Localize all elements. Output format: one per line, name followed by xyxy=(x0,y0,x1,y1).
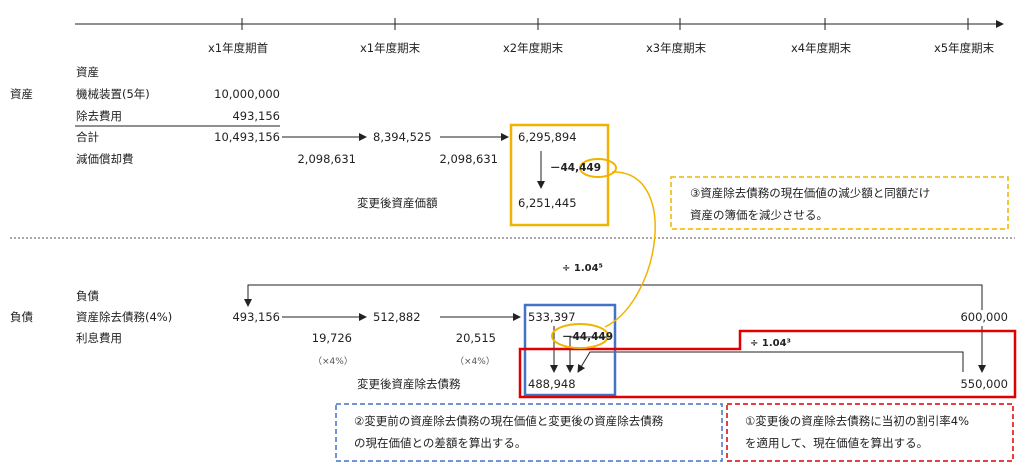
interest-rate-note: （×4%） xyxy=(455,357,495,367)
asset-adjust-ellipse xyxy=(579,158,617,178)
asset-total-label: 合計 xyxy=(76,130,99,144)
interest-label: 利息費用 xyxy=(76,331,122,345)
asset-header: 資産 xyxy=(76,65,99,79)
note1-box xyxy=(726,403,1014,462)
discount-arrow xyxy=(577,351,964,373)
changed-aro-pv: 488,948 xyxy=(528,377,576,391)
liability-section-label: 負債 xyxy=(10,310,33,324)
note3-line: 資産の簿価を減少させる。 xyxy=(690,208,828,222)
asset-total-value: 10,493,156 xyxy=(214,130,280,144)
timeline-label: x2年度期末 xyxy=(503,41,564,55)
timeline-label: x1年度期首 xyxy=(208,41,269,55)
aro-label: 資産除去債務(4%) xyxy=(76,310,173,324)
asset-row-value: 493,156 xyxy=(232,109,280,123)
changed-asset-value: 6,251,445 xyxy=(518,196,577,210)
note3-line: ③資産除去債務の現在価値の減少額と同額だけ xyxy=(690,186,931,200)
orange-connector xyxy=(604,171,656,328)
depreciation-value: 2,098,631 xyxy=(439,152,498,166)
aro-value: 512,882 xyxy=(373,310,421,324)
arrow xyxy=(566,336,610,373)
discount-label-mid: ÷ 1.04³ xyxy=(750,338,791,349)
changed-aro-label: 変更後資産除去債務 xyxy=(357,377,461,391)
aro-value: 600,000 xyxy=(960,310,1008,324)
remeasure-highlight-box xyxy=(518,329,1017,399)
liability-adjust-ellipse xyxy=(551,323,609,349)
timeline-label: x5年度期末 xyxy=(934,41,995,55)
note2-box xyxy=(335,403,723,462)
timeline-label: x4年度期末 xyxy=(791,41,852,55)
discount-arrow xyxy=(244,284,983,310)
note2-line: ②変更前の資産除去債務の現在価値と変更後の資産除去債務 xyxy=(354,414,664,428)
asset-row-label: 機械装置(5年) xyxy=(76,87,150,101)
liability-header: 負債 xyxy=(76,289,99,303)
note2-line: の現在価値との差額を算出する。 xyxy=(354,436,527,450)
asset-row-label: 除去費用 xyxy=(76,109,122,123)
note1: ①変更後の資産除去債務に当初の割引率4% を適用して、現在価値を算出する。 xyxy=(735,406,979,458)
note1-line: を適用して、現在価値を算出する。 xyxy=(745,436,929,450)
asset-adjustment: －44,449 xyxy=(550,162,602,174)
timeline-label: x3年度期末 xyxy=(646,41,707,55)
liability-adjustment: －44,449 xyxy=(562,331,614,343)
changed-asset-label: 変更後資産価額 xyxy=(357,196,438,210)
asset-total-value: 8,394,525 xyxy=(373,130,432,144)
aro-value: 533,397 xyxy=(528,310,576,324)
timeline-label: x1年度期末 xyxy=(360,41,421,55)
changed-aro-fv: 550,000 xyxy=(960,377,1008,391)
interest-value: 19,726 xyxy=(311,331,352,345)
asset-total-value: 6,295,894 xyxy=(518,130,577,144)
note2: ②変更前の資産除去債務の現在価値と変更後の資産除去債務 の現在価値との差額を算出… xyxy=(344,406,673,458)
aro-value: 493,156 xyxy=(232,310,280,324)
depreciation-value: 2,098,631 xyxy=(297,152,356,166)
asset-section-label: 資産 xyxy=(10,87,33,101)
interest-value: 20,515 xyxy=(455,331,496,345)
interest-rate-note: （×4%） xyxy=(313,357,353,367)
discount-label-top: ÷ 1.04⁵ xyxy=(562,263,603,274)
note1-line: ①変更後の資産除去債務に当初の割引率4% xyxy=(745,414,970,428)
note3-box xyxy=(670,176,1009,230)
depreciation-label: 減価償却費 xyxy=(76,152,134,166)
note3: ③資産除去債務の現在価値の減少額と同額だけ 資産の簿価を減少させる。 xyxy=(680,178,940,230)
asset-row-value: 10,000,000 xyxy=(214,87,280,101)
